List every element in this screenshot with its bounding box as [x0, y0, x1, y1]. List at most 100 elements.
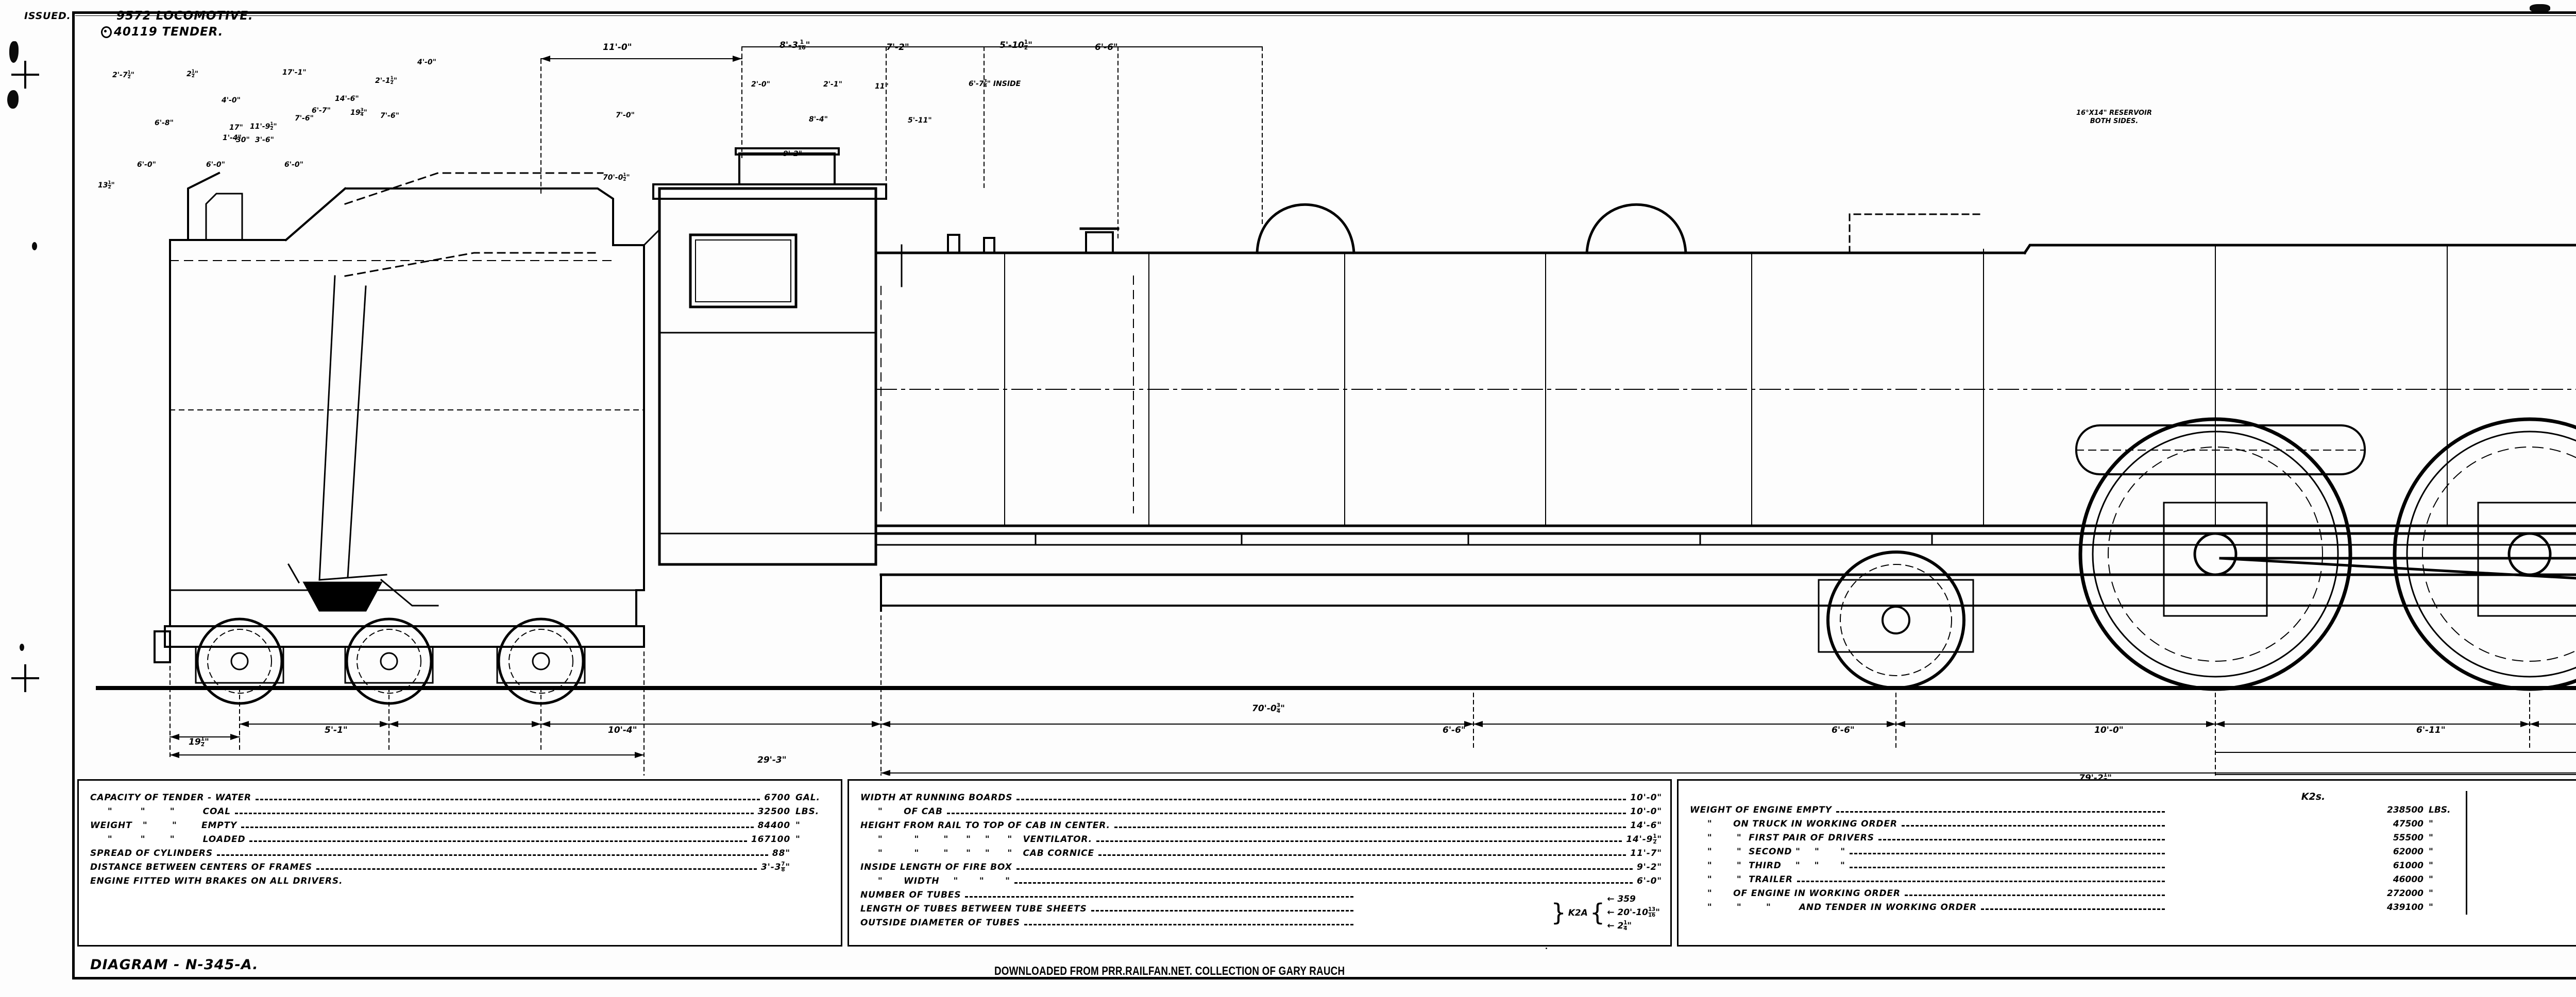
weights-k2a-row: —289000": [2477, 887, 2576, 901]
dimension-callout-tender-11: 17": [229, 124, 243, 132]
spec-label: NUMBER OF TUBES: [860, 890, 961, 900]
leader-dots: [1016, 799, 1626, 800]
weights-k2s-row: 55500": [2393, 833, 2433, 843]
spec-label: WEIGHT " " EMPTY: [90, 820, 238, 831]
spec-line: " WIDTH " " " 6'-0": [860, 874, 1662, 888]
weights-k2s-row: 439100": [2387, 902, 2433, 913]
dimension-callout-bottom-7: 10'-0": [2094, 725, 2124, 735]
weights-k2s-header: K2s.: [2301, 791, 2326, 802]
leader-dots: [249, 840, 747, 842]
leader-dots: [256, 799, 760, 800]
spec-label: " " FIRST PAIR OF DRIVERS: [1690, 833, 1874, 843]
locomotive-side-elevation-svg: [96, 46, 2576, 776]
spec-label: DISTANCE BETWEEN CENTERS OF FRAMES: [90, 862, 312, 872]
dimension-callout-boiler-5: 8'-4": [809, 115, 828, 124]
leader-dots: [1091, 910, 1353, 912]
spec-line: " OF ENGINE IN WORKING ORDER: [1690, 887, 2169, 901]
weights-k2s-row: 61000": [2393, 861, 2433, 871]
spec-value: 14'-6": [1630, 820, 1662, 831]
spec-line: WIDTH AT RUNNING BOARDS 10'-0": [860, 791, 1662, 805]
dimension-callout-tender-7: 7'-6": [380, 112, 399, 120]
spec-label: " OF CAB: [860, 806, 943, 817]
tender-number-label: 40119 TENDER.: [114, 25, 224, 39]
brace-right-icon: {: [1589, 899, 1605, 927]
circle-dot-icon: [101, 26, 112, 38]
spec-line: OUTSIDE DIAMETER OF TUBES: [860, 916, 1358, 930]
dimension-callout-tender-4: 4'-0": [417, 58, 436, 66]
spec-label: " " " " " " VENTILATOR.: [860, 834, 1092, 845]
tender-spec-panel: CAPACITY OF TENDER - WATER 6700 GAL. " "…: [77, 779, 842, 947]
spec-line: " " SECOND " " ": [1690, 845, 2169, 859]
leader-dots: [1849, 867, 2165, 868]
spec-label: INSIDE LENGTH OF FIRE BOX: [860, 862, 1012, 872]
spec-unit: ": [795, 834, 801, 845]
spec-value: 167100: [751, 834, 790, 845]
leader-dots: [1024, 924, 1353, 925]
leader-dots: [1016, 868, 1633, 870]
weights-label-spacer: [1690, 791, 2169, 803]
spec-line: " " " COAL 32500 LBS.: [90, 805, 833, 819]
leader-dots: [946, 813, 1626, 814]
leader-dots: [216, 854, 768, 856]
spec-line: " " " AND TENDER IN WORKING ORDER: [1690, 901, 2169, 915]
spec-value: 32500: [757, 806, 790, 817]
weights-k2a-header: K2a.: [2477, 791, 2576, 803]
dimension-callout-tender-18: 6'-0": [206, 161, 225, 169]
leader-dots: [1797, 881, 2165, 882]
spec-label: OUTSIDE DIAMETER OF TUBES: [860, 918, 1020, 928]
spec-line: HEIGHT FROM RAIL TO TOP OF CAB IN CENTER…: [860, 819, 1662, 833]
dimension-callout-top-4: 6'-6": [1095, 42, 1118, 53]
dimension-callout-tender-8: 7'-6": [295, 114, 314, 123]
locomotive-number-label: 9572 LOCOMOTIVE.: [116, 9, 253, 23]
spec-line: LENGTH OF TUBES BETWEEN TUBE SHEETS: [860, 902, 1358, 916]
dimension-callout-boiler-8: 9'-2": [783, 150, 802, 158]
spec-label: " " " AND TENDER IN WORKING ORDER: [1690, 902, 1977, 913]
weights-columns: WEIGHT OF ENGINE EMPTY " ON TRUCK IN WOR…: [1690, 791, 2576, 915]
spec-value: 11'-7": [1630, 848, 1662, 858]
leader-dots: [234, 813, 754, 814]
weights-k2a-row: —62000": [2477, 831, 2576, 845]
weights-k2a-row: —63000": [2477, 845, 2576, 859]
spec-line: " " FIRST PAIR OF DRIVERS: [1690, 831, 2169, 845]
diagram-number: DIAGRAM - N-345-A.: [90, 957, 259, 973]
dimension-callout-boiler-0: 2'-0": [751, 80, 770, 89]
dimension-callout-bottom-1: 5'-1": [325, 725, 348, 735]
spec-value: 10'-0": [1630, 793, 1662, 803]
boiler-spec-panel: WIDTH AT RUNNING BOARDS 10'-0" " OF CAB …: [848, 779, 1672, 947]
dimension-callout-tender-5: 4'-0": [222, 96, 241, 105]
dimension-callout-boiler-2: 11": [875, 82, 889, 91]
spec-line: CAPACITY OF TENDER - WATER 6700 GAL.: [90, 791, 833, 805]
locomotive-elevation-drawing: [77, 19, 2576, 776]
weights-k2s-row: 47500": [2393, 819, 2433, 829]
dimension-callout-tender-6: 6'-7": [312, 107, 331, 115]
spec-label: " " " " " " CAB CORNICE: [860, 848, 1094, 858]
spec-value: 10'-0": [1630, 806, 1662, 817]
leader-dots: [1904, 895, 2165, 896]
dimension-callout-bottom-3: 29'-3": [757, 755, 787, 765]
k2a-brace-label: K2A: [1568, 907, 1588, 918]
tender-number-row: 40119 TENDER.: [101, 25, 223, 39]
dimension-callout-boiler-4: 7'-0": [616, 111, 635, 119]
spec-line: SPREAD OF CYLINDERS 88": [90, 847, 833, 861]
spec-label: " " THIRD " " ": [1690, 861, 1845, 871]
issued-label: ISSUED.: [24, 10, 71, 22]
registration-cross: [11, 61, 39, 89]
weights-k2s-row: 46000": [2393, 874, 2433, 885]
leader-dots: [1114, 827, 1626, 828]
